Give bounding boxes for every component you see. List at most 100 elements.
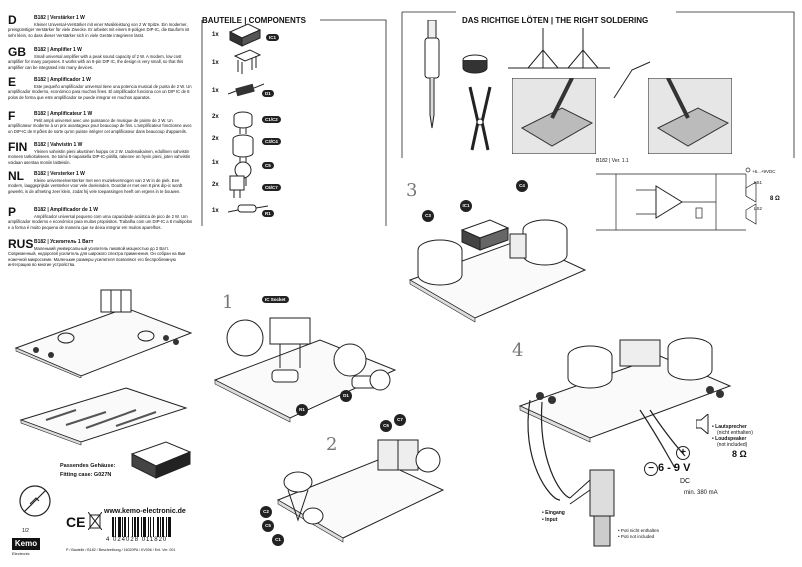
component-label: C1/C2 xyxy=(262,116,281,123)
page-number: 1/2 xyxy=(22,528,29,534)
lang-code: RUS xyxy=(8,237,34,251)
schematic-ohm-label: 8 Ω xyxy=(770,196,780,202)
barcode-bar xyxy=(168,517,171,537)
barcode-bar xyxy=(115,517,116,537)
label-c6: C6 xyxy=(380,420,392,432)
lang-code: D xyxy=(8,13,17,27)
component-qty: 1x xyxy=(212,88,219,94)
lang-title: B182 | Verstärker 1 W xyxy=(34,15,85,21)
solder-joint-diagram xyxy=(508,28,610,69)
component-qty: 1x xyxy=(212,60,219,66)
schematic-supply-label: +6...+9VDC xyxy=(752,169,776,174)
barcode-bar xyxy=(157,517,159,537)
ic-drawing xyxy=(228,23,262,47)
cap-small-drawing xyxy=(233,111,253,134)
step-3-board xyxy=(408,219,587,323)
soldering-header: DAS RICHTIGE LÖTEN | THE RIGHT SOLDERING xyxy=(462,16,649,25)
brand-logo: Kemo xyxy=(12,538,40,550)
step-4-board xyxy=(518,337,732,443)
barcode-bar xyxy=(132,517,133,537)
label-c3: C3 xyxy=(422,210,434,222)
input-label: • Eingang • Input xyxy=(542,510,565,523)
pliers-drawing xyxy=(468,86,492,151)
component-label: IC1 xyxy=(266,34,280,41)
lang-title: B182 | Amplificador 1 W xyxy=(34,77,91,83)
case-info: Passendes Gehäuse: Fitting case: G027N xyxy=(60,462,132,480)
lang-title: B182 | Vahvistin 1 W xyxy=(34,142,83,148)
lang-text: Маленький универсальный усилитель пиково… xyxy=(8,246,186,267)
diode-drawing xyxy=(228,83,264,97)
barcode-bar xyxy=(112,517,114,537)
input-en: Input xyxy=(545,517,558,523)
component-qty: 1x xyxy=(212,208,219,214)
barcode-bar xyxy=(160,517,161,537)
speaker-label: • Lautsprecher (nicht enthalten) • Louds… xyxy=(712,424,753,459)
component-qty: 2x xyxy=(212,182,219,188)
component-label: C6/C7 xyxy=(262,184,281,191)
barcode-graphic xyxy=(112,517,171,537)
step-2-board xyxy=(276,439,445,543)
lang-text: Petit ampli universel avec une puissance… xyxy=(8,118,192,134)
cap-large-drawing xyxy=(232,134,254,164)
barcode-bar xyxy=(141,517,142,537)
speaker-en-note: (not included) xyxy=(717,442,748,448)
lang-text: Amplificador universal pequeno com uma c… xyxy=(8,214,193,230)
speaker-en: Loudspeaker xyxy=(715,436,747,442)
barcode-bar xyxy=(153,517,154,537)
poti-de: Poti nicht enthalten xyxy=(620,528,660,533)
schematic-ls1-label: LS1 xyxy=(754,180,763,185)
label-c5: C5 xyxy=(262,520,274,532)
speaker-de-note: (nicht enthalten) xyxy=(717,430,753,436)
step-1-board xyxy=(213,317,397,423)
barcode-bar xyxy=(122,517,123,537)
speaker-icon xyxy=(696,414,709,434)
label-c7: C7 xyxy=(394,414,406,426)
label-d1: D1 xyxy=(340,390,352,402)
lang-title: B182 | Amplificateur 1 W xyxy=(34,111,93,117)
barcode-bar xyxy=(137,517,139,537)
language-block-d: D B182 | Verstärker 1 W Kleiner Universa… xyxy=(8,14,194,56)
footer-doc-code: P / Bauteile / B182 / Beschreibung / 160… xyxy=(66,548,176,552)
power-minus-sign: − xyxy=(648,463,654,474)
components-bracket xyxy=(201,19,387,226)
lang-code: E xyxy=(8,75,17,89)
lang-title: B182 | Amplificador de 1 W xyxy=(34,207,99,213)
label-r1: R1 xyxy=(296,404,308,416)
step-1-number: 1 xyxy=(222,292,234,313)
component-label: R1 xyxy=(262,210,274,217)
soldering-frame xyxy=(401,11,795,158)
barcode-bar xyxy=(150,517,151,537)
solder-wire-drawing xyxy=(462,54,488,74)
lang-code: NL xyxy=(8,169,24,183)
power-type: DC xyxy=(680,478,691,485)
lang-text: Kleiner Universal-Verstärker mit einer M… xyxy=(8,22,190,38)
power-plus: + xyxy=(676,446,690,460)
power-plus-sign: + xyxy=(680,447,686,458)
speaker-ohm: 8 Ω xyxy=(732,449,747,459)
pcb-drawing-bottom xyxy=(19,387,188,446)
lang-title: B182 | Усилитель 1 Вaтт xyxy=(34,239,94,245)
component-qty: 1x xyxy=(212,32,219,38)
component-qty: 1x xyxy=(212,160,219,166)
brand-sub: Electronic xyxy=(12,551,30,556)
input-de: Eingang xyxy=(545,510,565,516)
schematic-diagram xyxy=(596,167,757,231)
label-c4: C4 xyxy=(516,180,528,192)
component-label: D1 xyxy=(262,90,274,97)
barcode-bar xyxy=(118,517,121,537)
barcode-bar xyxy=(134,517,136,537)
barcode-bar xyxy=(124,517,126,537)
step-4-number: 4 xyxy=(512,340,524,361)
solder-photo-2 xyxy=(648,78,732,154)
lang-code: P xyxy=(8,205,17,219)
component-label: C3/C4 xyxy=(262,138,281,145)
lang-code: FIN xyxy=(8,140,28,154)
ce-mark: CE xyxy=(66,514,86,530)
barcode-bar xyxy=(143,517,146,537)
lang-text: Este pequeño amplificador universal tien… xyxy=(8,84,192,100)
power-minus: − xyxy=(644,462,658,476)
component-qty: 2x xyxy=(212,136,219,142)
poti-note: • Poti nicht enthalten • Poti not includ… xyxy=(618,528,660,539)
label-c1: C1 xyxy=(272,534,284,546)
poti-en: Poti not included xyxy=(620,534,655,539)
